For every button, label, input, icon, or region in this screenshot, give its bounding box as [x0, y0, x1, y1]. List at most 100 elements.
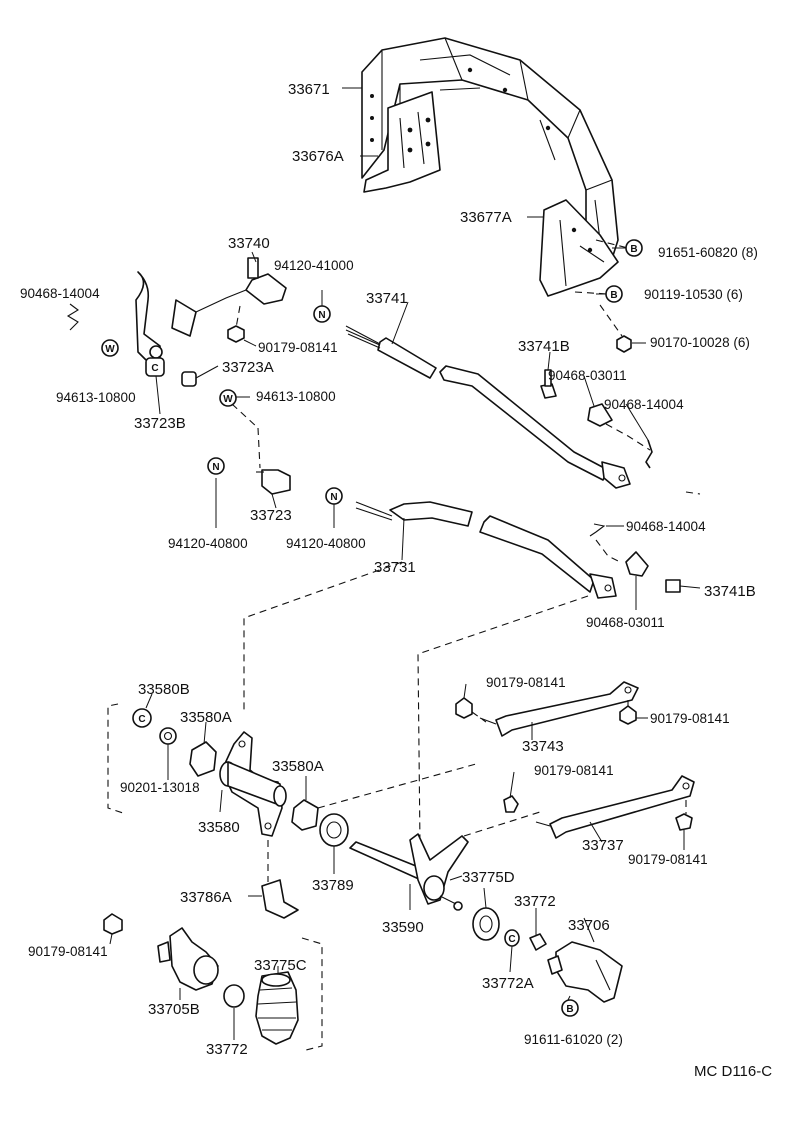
label-90179-08141-c: 90179-08141 — [650, 711, 730, 726]
label-94120-41000: 94120-41000 — [274, 258, 354, 273]
label-33741B-upper: 33741B — [518, 338, 570, 355]
diagram-ref-code: MC D116-C — [694, 1063, 772, 1080]
bushing-33580A-right — [291, 799, 319, 831]
callout-n3: N — [325, 487, 343, 505]
lever-arm-upper — [135, 271, 247, 363]
nut-90179-d — [503, 795, 519, 813]
svg-text:B: B — [566, 1004, 573, 1015]
svg-text:N: N — [318, 310, 325, 321]
label-33580A-right: 33580A — [272, 758, 324, 775]
clip-90468-03011-lower — [625, 551, 649, 577]
bushing-33775D — [472, 907, 500, 941]
label-33580A-left: 33580A — [180, 709, 232, 726]
label-90201-13018: 90201-13018 — [120, 780, 200, 795]
label-33671: 33671 — [288, 81, 330, 98]
label-33731: 33731 — [374, 559, 416, 576]
callout-w2: W — [219, 389, 237, 407]
label-33676A: 33676A — [292, 148, 344, 165]
grommet-33723A — [181, 371, 197, 387]
label-91651-60820: 91651-60820 (8) — [658, 245, 758, 260]
bushing-33789 — [319, 813, 349, 847]
nut-90179-b — [455, 697, 473, 719]
label-90170-10028: 90170-10028 (6) — [650, 335, 750, 350]
label-33772-left: 33772 — [206, 1041, 248, 1058]
label-33580: 33580 — [198, 819, 240, 836]
label-33705B: 33705B — [148, 1001, 200, 1018]
joint-33723 — [256, 469, 291, 495]
label-90179-08141-f: 90179-08141 — [28, 944, 108, 959]
label-33740: 33740 — [228, 235, 270, 252]
nut-90179-e — [675, 813, 693, 831]
label-94613-10800-left: 94613-10800 — [56, 390, 136, 405]
label-33743: 33743 — [522, 738, 564, 755]
callout-b3: B — [561, 999, 579, 1017]
joint-33705B — [157, 927, 219, 991]
label-90468-14004-mid: 90468-14004 — [604, 397, 684, 412]
rod-33737 — [535, 775, 695, 839]
clip-33772-right — [529, 933, 547, 951]
callout-b2: B — [605, 285, 623, 303]
label-90179-08141-upper: 90179-08141 — [258, 340, 338, 355]
label-90468-03011-lower: 90468-03011 — [586, 615, 665, 630]
label-33723B: 33723B — [134, 415, 186, 432]
label-90179-08141-b: 90179-08141 — [486, 675, 566, 690]
joint-33706 — [547, 941, 623, 1003]
label-94120-40800-right: 94120-40800 — [286, 536, 366, 551]
bushing-33580B: C — [132, 708, 152, 728]
washer-90201 — [159, 727, 177, 745]
cable-33741 — [345, 325, 631, 489]
label-94120-40800-left: 94120-40800 — [168, 536, 248, 551]
label-33772-right: 33772 — [514, 893, 556, 910]
callout-n2: N — [207, 457, 225, 475]
label-33580B: 33580B — [138, 681, 190, 698]
callout-n1: N — [313, 305, 331, 323]
label-33737: 33737 — [582, 837, 624, 854]
lever-33580 — [219, 731, 287, 837]
label-94613-10800-right: 94613-10800 — [256, 389, 336, 404]
nut-90179-c — [619, 705, 637, 725]
pin-90468-lower — [589, 523, 606, 537]
svg-text:W: W — [223, 394, 233, 405]
label-90119-10530: 90119-10530 (6) — [644, 287, 743, 302]
label-90468-03011-upper: 90468-03011 — [548, 368, 627, 383]
label-33789: 33789 — [312, 877, 354, 894]
clip-90468-03011-upper — [587, 403, 613, 427]
nut-90179-upper — [227, 325, 245, 343]
svg-text:C: C — [138, 714, 145, 725]
bushing-33772-left — [223, 984, 245, 1008]
label-33775C: 33775C — [254, 957, 307, 974]
clip-33786A — [261, 879, 299, 919]
label-33723A: 33723A — [222, 359, 274, 376]
bushing-33580A-left — [189, 741, 217, 777]
pin-90468-left — [66, 303, 79, 331]
ring-33772A: C — [504, 929, 520, 947]
label-33741: 33741 — [366, 290, 408, 307]
nut-90170 — [616, 335, 632, 353]
rod-33743 — [479, 681, 639, 737]
svg-text:B: B — [630, 244, 637, 255]
svg-text:N: N — [212, 462, 219, 473]
callout-b1: B — [625, 239, 643, 257]
joint-33740 — [245, 257, 287, 305]
label-33706: 33706 — [568, 917, 610, 934]
label-90179-08141-d: 90179-08141 — [534, 763, 614, 778]
label-33772A: 33772A — [482, 975, 534, 992]
label-33741B-lower: 33741B — [704, 583, 756, 600]
svg-text:W: W — [105, 344, 115, 355]
label-90468-14004-right: 90468-14004 — [626, 519, 706, 534]
svg-text:C: C — [508, 934, 515, 945]
bracket-33676A — [363, 91, 441, 193]
label-91611-61020: 91611-61020 (2) — [524, 1032, 623, 1047]
bracket-33677A — [539, 199, 619, 297]
svg-text:B: B — [610, 290, 617, 301]
nut-90179-f — [103, 913, 123, 935]
label-90468-14004-left: 90468-14004 — [20, 286, 100, 301]
label-33590: 33590 — [382, 919, 424, 936]
boot-33775C — [255, 971, 299, 1045]
shaft-33590 — [349, 833, 469, 911]
label-90179-08141-e: 90179-08141 — [628, 852, 708, 867]
svg-text:C: C — [151, 363, 158, 374]
svg-text:N: N — [330, 492, 337, 503]
bushing-33723B: C — [145, 357, 165, 377]
